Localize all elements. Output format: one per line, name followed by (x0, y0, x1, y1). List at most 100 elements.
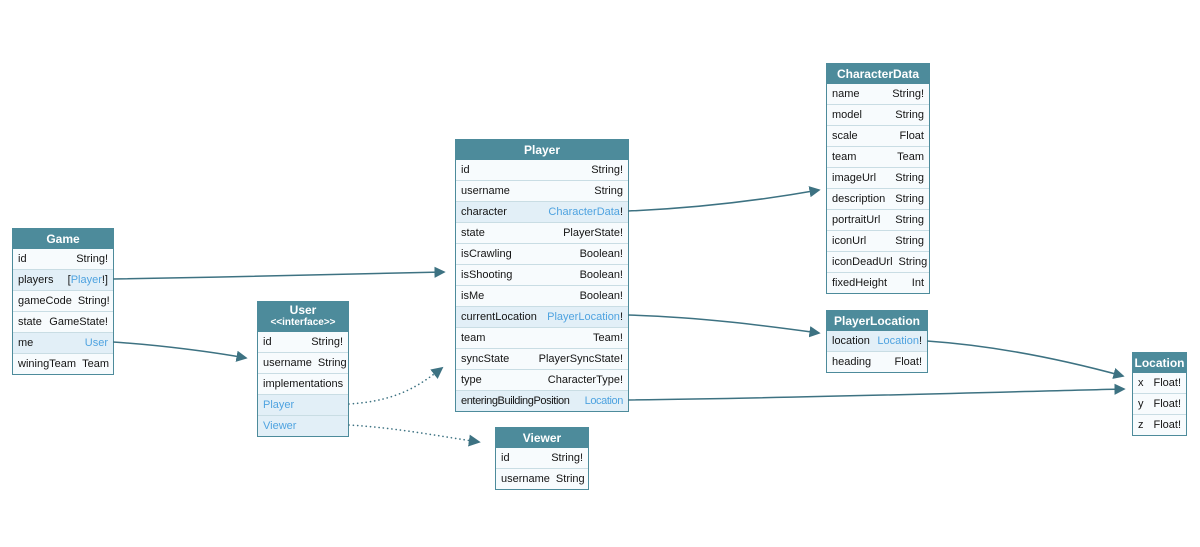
type-link[interactable]: Player (70, 274, 102, 286)
type-text: Float! (1153, 419, 1181, 431)
field-type[interactable]: PlayerLocation! (547, 311, 623, 323)
field-type: Boolean! (580, 290, 623, 302)
field-row-Player[interactable]: Player (258, 394, 348, 415)
type-link[interactable]: User (84, 337, 108, 349)
field-row-Viewer[interactable]: Viewer (258, 415, 348, 436)
field-row-name[interactable]: name String! (827, 84, 929, 104)
type-text: String (895, 172, 924, 184)
field-type[interactable]: Location (584, 395, 624, 407)
field-type[interactable]: Location! (877, 335, 922, 347)
field-name: username (501, 473, 550, 485)
field-type: String (556, 473, 585, 485)
field-name: state (461, 227, 485, 239)
field-row-implementations[interactable]: implementations (258, 373, 348, 394)
field-type: String (895, 235, 924, 247)
type-text: Float! (894, 356, 922, 368)
field-row-players[interactable]: players[Player!] (13, 269, 113, 290)
table-title[interactable]: Player (456, 140, 628, 160)
table-title[interactable]: Location (1133, 353, 1186, 373)
field-row-me[interactable]: me User (13, 332, 113, 353)
type-text: GameState! (49, 316, 108, 328)
arrow-game-players-to-player (112, 266, 446, 280)
field-type: Team! (593, 332, 623, 344)
field-name: id (18, 253, 27, 265)
table-title[interactable]: PlayerLocation (827, 311, 927, 331)
field-name: me (18, 337, 34, 349)
type-link[interactable]: Location (877, 335, 919, 347)
field-name: name (832, 88, 860, 100)
field-row-z[interactable]: z Float! (1133, 414, 1186, 435)
field-type[interactable]: User (85, 337, 108, 349)
field-name: z (1138, 419, 1144, 431)
field-name: fixedHeight (832, 277, 888, 289)
type-text: String! (311, 336, 343, 348)
table-title[interactable]: User<<interface>> (258, 302, 348, 332)
type-link[interactable]: PlayerLocation (547, 311, 620, 323)
type-link[interactable]: Location (584, 395, 624, 407)
type-text: String! (591, 164, 623, 176)
field-row-imageUrl[interactable]: imageUrl String (827, 167, 929, 188)
table-title[interactable]: Game (13, 229, 113, 249)
field-type[interactable]: [Player!] (68, 274, 108, 286)
type-text: Boolean! (579, 290, 623, 302)
field-row-username[interactable]: username String (496, 468, 588, 489)
field-type: Float! (1153, 377, 1181, 389)
field-type: Float! (1153, 419, 1181, 431)
field-name: team (832, 151, 857, 163)
type-text: String! (551, 452, 583, 464)
field-type: String! (892, 88, 924, 100)
field-type[interactable]: CharacterData! (548, 206, 623, 218)
type-link[interactable]: CharacterData (548, 206, 620, 218)
table-title[interactable]: CharacterData (827, 64, 929, 84)
field-name: scale (832, 130, 858, 142)
type-text: Team (82, 358, 109, 370)
table-title[interactable]: Viewer (496, 428, 588, 448)
field-name[interactable]: Viewer (263, 420, 297, 432)
field-name: syncState (461, 353, 510, 365)
field-name: imageUrl (832, 172, 877, 184)
field-type: String (318, 357, 347, 369)
field-type: String (895, 109, 924, 121)
field-name[interactable]: Player (263, 399, 295, 411)
type-text: CharacterType! (547, 374, 623, 386)
